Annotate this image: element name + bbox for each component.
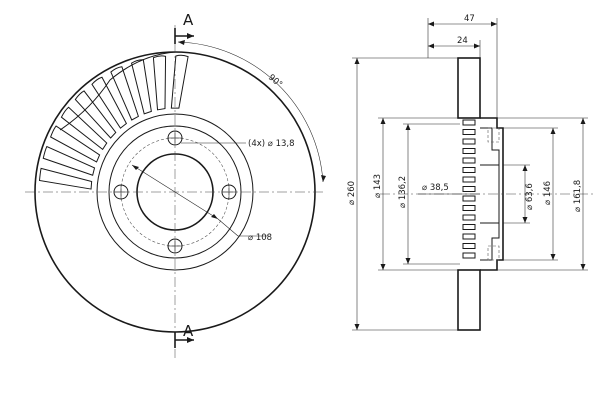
cooling-vane <box>38 167 93 190</box>
ring-vane-slot <box>462 148 476 154</box>
cutaway-boundary <box>59 52 176 131</box>
ring-vane-slots <box>462 119 476 259</box>
bolt-hole-section-top <box>487 127 500 143</box>
dia-143-label: ⌀ 143 <box>373 174 383 198</box>
cooling-vane <box>60 106 108 151</box>
front-view: (4x) ⌀ 13,8 ⌀ 108 90° A A <box>25 11 326 358</box>
angle-arrow-top <box>178 40 185 45</box>
angle-arc <box>177 41 324 183</box>
ring-vane-slot <box>462 205 476 211</box>
dia-63-label: ⌀ 63,6 <box>525 183 535 210</box>
cooling-vane <box>130 59 152 115</box>
cooling-vane <box>152 55 167 111</box>
vane-cutaway <box>38 52 189 190</box>
hat-profile-inner <box>480 127 500 261</box>
pcd-arrow-start <box>132 165 139 170</box>
ring-vane-slot <box>462 224 476 230</box>
dia-146-label: ⌀ 146 <box>543 181 553 205</box>
ring-vane-slot <box>462 119 476 126</box>
lower-friction-ring <box>457 269 481 331</box>
dia-161-label: ⌀ 161,8 <box>573 180 583 212</box>
cooling-vane <box>42 145 96 176</box>
ring-vane-slot <box>462 243 476 249</box>
side-view: 47 24 ⌀ 260 ⌀ 143 ⌀ 136,2 ⌀ 38,5 <box>347 14 595 331</box>
cooling-vane <box>74 90 117 139</box>
cooling-vanes <box>38 54 189 190</box>
cooling-vane <box>91 76 128 129</box>
ring-vane-slot <box>462 186 476 192</box>
ring-vane-slot <box>462 233 476 240</box>
ring-vane-slot <box>462 176 476 183</box>
dia-38-label: ⌀ 38,5 <box>422 183 449 193</box>
ring-vane-slot <box>462 129 476 135</box>
section-marker-top: A <box>174 11 194 44</box>
pcd-leader-line <box>131 164 219 220</box>
angle-arrow-right <box>321 175 326 182</box>
ring-vane-slot <box>462 214 476 221</box>
cooling-vane <box>50 125 101 163</box>
dia-136-label: ⌀ 136,2 <box>398 176 408 208</box>
ring-vane-slot <box>462 252 476 259</box>
pcd-extension <box>217 218 239 237</box>
cooling-vane <box>170 54 189 109</box>
section-marker-bottom: A <box>174 322 194 348</box>
cooling-vane <box>110 66 139 121</box>
ring-vane-slot <box>462 157 476 164</box>
pcd-arrow-end <box>211 214 218 219</box>
bolt-hole-dimension: (4x) ⌀ 13,8 <box>248 139 295 149</box>
width-24-label: 24 <box>457 36 468 46</box>
pcd-dimension: ⌀ 108 <box>248 233 272 243</box>
upper-friction-ring <box>457 57 481 119</box>
dia-260-label: ⌀ 260 <box>347 181 357 205</box>
ring-vane-slot <box>462 167 476 173</box>
section-label-top: A <box>183 11 194 29</box>
bolt-hole-section-bottom <box>487 245 500 261</box>
ring-vane-slot <box>462 138 476 145</box>
ring-vane-slot <box>462 195 476 202</box>
width-47-label: 47 <box>464 14 475 24</box>
section-label-bottom: A <box>183 322 194 340</box>
